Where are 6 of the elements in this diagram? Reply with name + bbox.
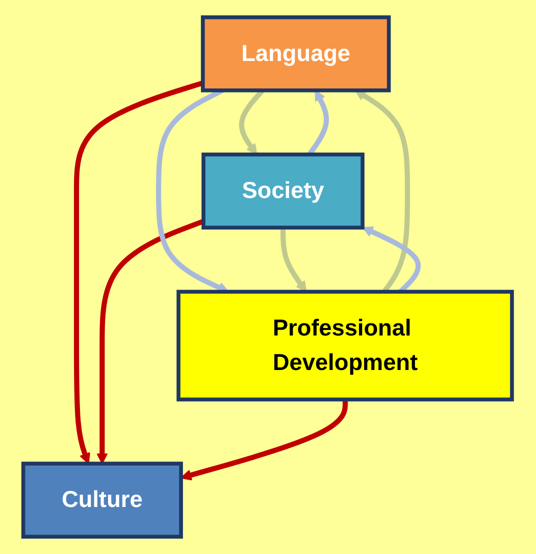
arrow [74,80,204,464]
arrow [280,228,308,292]
node-box: Culture [22,462,184,539]
node-box: Language [201,15,392,92]
node-box: Professional Development [176,290,514,402]
node-box: Society [202,152,365,230]
